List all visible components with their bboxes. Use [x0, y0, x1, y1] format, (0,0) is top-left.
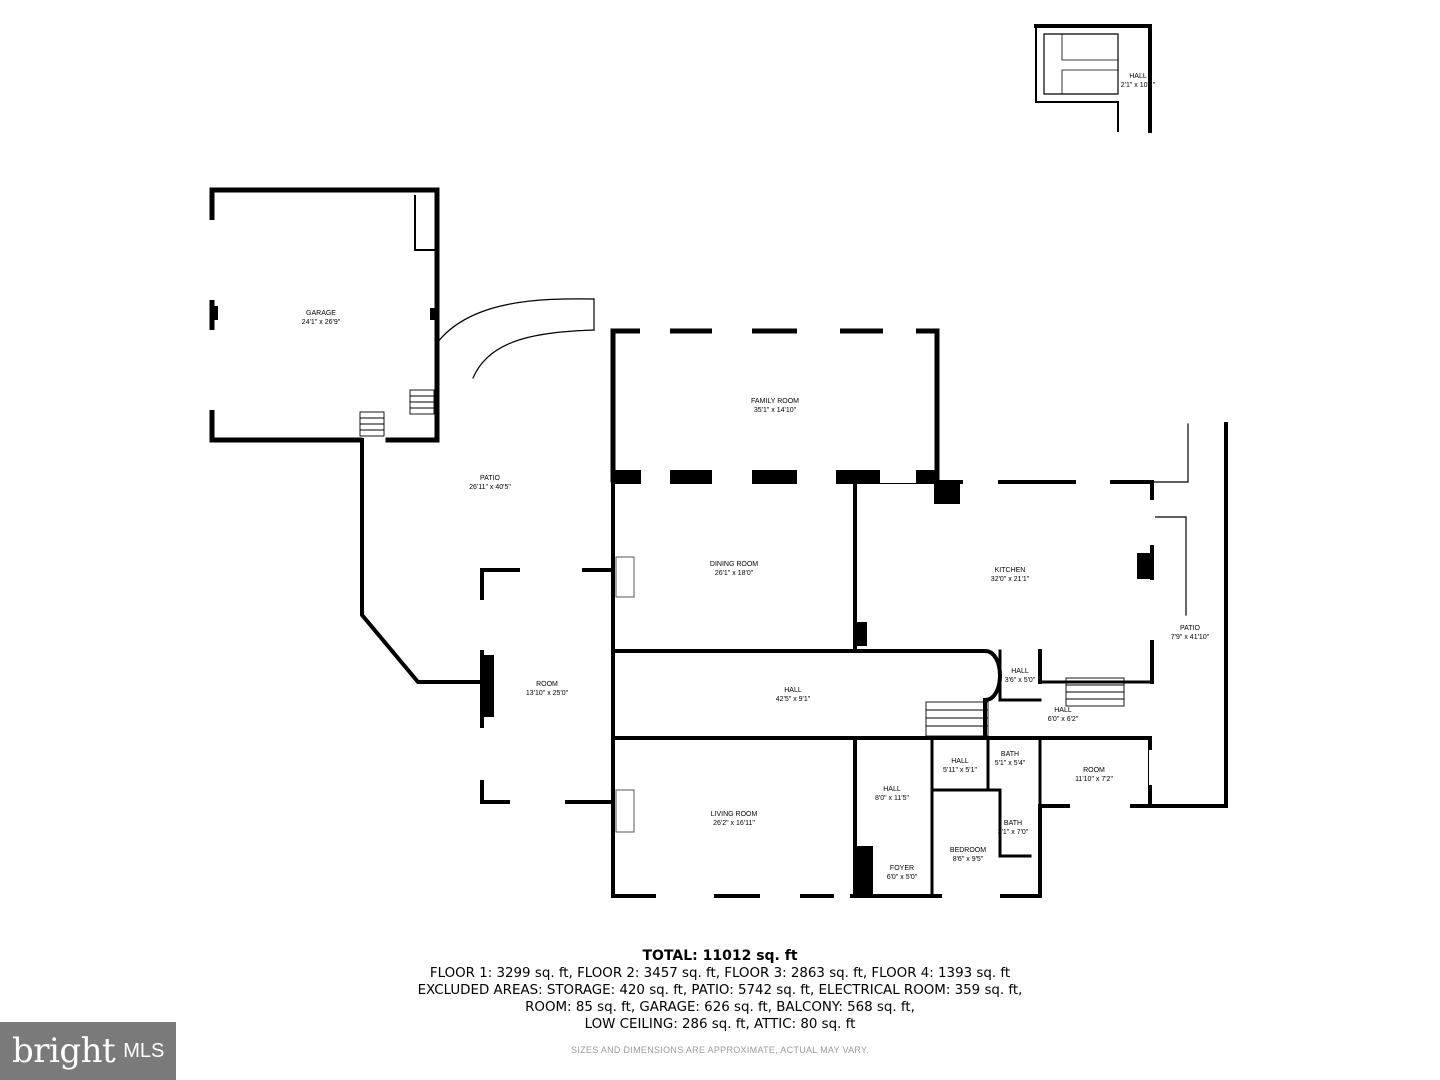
room-dims: 26'1" x 18'0"	[714, 570, 754, 577]
room-name: KITCHEN	[994, 567, 1026, 574]
label-bath-b: BATH 3'1" x 7'0"	[998, 819, 1029, 837]
room-name: PATIO	[1180, 625, 1200, 632]
walkway-curve	[436, 298, 595, 379]
room-dims: 35'1" x 14'10"	[753, 407, 797, 414]
room-dims: 6'0" x 6'2"	[1047, 716, 1079, 723]
room-name: HALL	[1129, 73, 1147, 80]
summary-floors: FLOOR 1: 3299 sq. ft, FLOOR 2: 3457 sq. …	[429, 966, 1011, 981]
logo-brand: bright	[12, 1031, 116, 1071]
summary-excluded: EXCLUDED AREAS: STORAGE: 420 sq. ft, PAT…	[417, 983, 1023, 998]
label-hall-small-a: HALL 3'6" x 5'0"	[1005, 667, 1036, 685]
label-hall-c: HALL 8'0" x 11'5"	[875, 785, 909, 803]
room-name: FAMILY ROOM	[751, 398, 799, 405]
room-name: BEDROOM	[949, 847, 987, 854]
label-hall-small-b: HALL 6'0" x 6'2"	[1048, 706, 1079, 724]
room-dims: 6'0" x 5'0"	[886, 874, 918, 881]
room-dims: 13'10" x 25'0"	[525, 690, 569, 697]
room-dims: 24'1" x 26'9"	[301, 319, 341, 326]
window-gaps	[209, 220, 1155, 899]
label-bath-a: BATH 5'1" x 5'4"	[995, 750, 1026, 768]
room-name: PATIO	[480, 475, 500, 482]
stairs	[359, 389, 1125, 737]
bright-mls-logo: bright MLS	[0, 1022, 176, 1080]
room-dims: 5'1" x 5'4"	[994, 760, 1026, 767]
label-bedroom: BEDROOM 8'6" x 9'5"	[950, 846, 986, 864]
label-living-room: LIVING ROOM 26'2" x 16'11"	[711, 810, 758, 828]
label-hall-top: HALL 2'1" x 10'1"	[1121, 72, 1156, 90]
label-kitchen: KITCHEN 32'0" x 21'1"	[991, 566, 1029, 584]
summary-excluded-end: LOW CEILING: 286 sq. ft, ATTIC: 80 sq. f…	[584, 1017, 856, 1032]
room-name: LIVING ROOM	[710, 811, 758, 818]
room-name: HALL	[1011, 668, 1029, 675]
solid-features	[210, 306, 1151, 896]
top-stair-unit	[1034, 24, 1152, 133]
room-dims: 11'10" x 7'2"	[1075, 776, 1113, 783]
room-dims: 5'11" x 5'1"	[943, 767, 977, 774]
room-name: HALL	[883, 786, 901, 793]
room-name: ROOM	[536, 681, 558, 688]
label-patio-right: PATIO 7'9" x 41'10"	[1171, 624, 1209, 642]
label-hall-main: HALL 42'5" x 9'1"	[776, 686, 811, 704]
room-dims: 42'5" x 9'1"	[775, 696, 811, 703]
fireplaces	[615, 556, 635, 833]
label-family-room: FAMILY ROOM 35'1" x 14'10"	[751, 397, 799, 415]
room-dims: 2'1" x 10'1"	[1120, 82, 1156, 89]
room-dims: 7'9" x 41'10"	[1170, 634, 1210, 641]
room-name: GARAGE	[306, 310, 336, 317]
room-name: DINING ROOM	[709, 561, 759, 568]
room-name: BATH	[1000, 751, 1020, 758]
label-room-left: ROOM 13'10" x 25'0"	[526, 680, 568, 698]
room-dims: 32'0" x 21'1"	[990, 576, 1030, 583]
room-name: HALL	[951, 758, 969, 765]
label-garage: GARAGE 24'1" x 26'9"	[302, 309, 340, 327]
room-dims: 26'11" x 40'5"	[469, 484, 511, 491]
summary-total: TOTAL: 11012 sq. ft	[642, 948, 798, 964]
logo-suffix: MLS	[123, 1039, 165, 1062]
patio-left-outline	[360, 438, 486, 684]
room-dims: 26'2" x 16'11"	[713, 820, 755, 827]
area-summary: TOTAL: 11012 sq. ft FLOOR 1: 3299 sq. ft…	[0, 948, 1440, 1033]
summary-excluded-cont: ROOM: 85 sq. ft, GARAGE: 626 sq. ft, BAL…	[525, 1000, 915, 1015]
room-name: ROOM	[1083, 767, 1105, 774]
room-name: BATH	[1003, 820, 1023, 827]
label-room-right: ROOM 11'10" x 7'2"	[1075, 766, 1113, 784]
room-dims: 3'1" x 7'0"	[997, 829, 1029, 836]
room-dims: 8'6" x 9'5"	[952, 856, 984, 863]
label-foyer: FOYER 6'0" x 5'0"	[887, 864, 918, 882]
room-name: HALL	[1054, 707, 1072, 714]
room-dims: 3'6" x 5'0"	[1004, 677, 1036, 684]
label-hall-d: HALL 5'11" x 5'1"	[943, 757, 977, 775]
patio-right-outline	[1150, 422, 1228, 808]
label-patio-left: PATIO 26'11" x 40'5"	[469, 474, 511, 492]
room-name: HALL	[784, 687, 802, 694]
disclaimer: SIZES AND DIMENSIONS ARE APPROXIMATE, AC…	[571, 1045, 869, 1055]
room-name: FOYER	[889, 865, 915, 872]
living-room-walls	[611, 736, 857, 898]
label-dining-room: DINING ROOM 26'1" x 18'0"	[710, 560, 758, 578]
room-dims: 8'0" x 11'5"	[875, 795, 909, 802]
